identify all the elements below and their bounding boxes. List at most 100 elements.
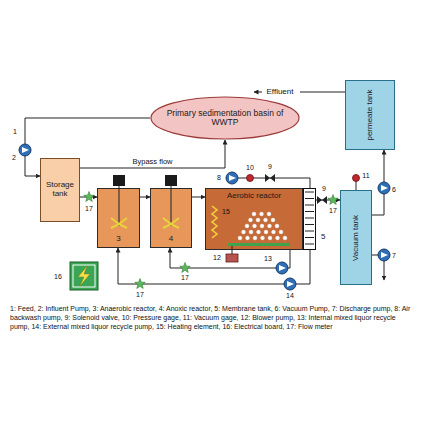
callout-number: 7 — [392, 252, 396, 260]
membrane-fiber — [305, 244, 314, 245]
mixer-impeller — [163, 218, 179, 228]
callout-number: 17 — [181, 274, 189, 282]
flow-line — [372, 150, 384, 215]
air-bubble — [264, 230, 268, 234]
pump-arrow — [287, 281, 294, 287]
effluent-label: Effluent — [267, 88, 294, 97]
node-text: Vacuum tank — [352, 214, 361, 260]
callout-number: 12 — [213, 254, 221, 262]
callout-number: 14 — [286, 292, 294, 300]
callout-number: 10 — [246, 164, 254, 172]
membrane-tank: 5 — [303, 188, 316, 250]
air-bubble — [245, 224, 249, 228]
flow-line — [80, 140, 225, 168]
solenoid-valve — [317, 196, 327, 204]
mixer-motor — [165, 175, 177, 186]
air-line — [232, 246, 233, 254]
callout-number: 17 — [136, 291, 144, 299]
node-text: Storage tank — [44, 181, 76, 199]
mixer-shaft — [119, 186, 120, 226]
membrane-fiber — [305, 205, 314, 206]
ellipse-shape — [151, 97, 299, 139]
pump-symbol — [276, 262, 288, 274]
pump-arrow — [279, 265, 286, 271]
air-bubble — [257, 230, 261, 234]
gauge-symbol — [353, 175, 360, 182]
pump-symbol — [19, 144, 31, 156]
pump-arrow — [22, 147, 29, 153]
air-bubble — [268, 236, 272, 240]
callout-number: 17 — [329, 207, 337, 215]
storage-tank: Storage tank — [40, 158, 80, 222]
air-bubble — [261, 236, 265, 240]
vacuum-tank: Vacuum tank — [340, 190, 372, 285]
effluent-arrow — [254, 92, 262, 93]
electrical-board-frame — [73, 265, 95, 287]
vacuum-line — [356, 180, 357, 190]
callout-number: 16 — [54, 273, 62, 281]
callout-number: 11 — [362, 172, 369, 180]
membrane-fiber — [305, 231, 314, 232]
heating-element — [212, 206, 217, 238]
membrane-fiber — [305, 218, 314, 219]
air-bubble — [260, 212, 264, 216]
air-bubble — [276, 236, 280, 240]
air-bubble — [264, 218, 268, 222]
node-text: Primary sedimentation basin of WWTP — [153, 109, 297, 128]
callout-number: 2 — [12, 154, 16, 162]
callout-number: 17 — [85, 205, 93, 213]
air-bubble — [275, 224, 279, 228]
callout-number: 9 — [322, 185, 326, 193]
callout-number: 13 — [264, 255, 272, 263]
flow-line — [118, 248, 310, 284]
air-bubble — [249, 218, 253, 222]
mixer-shaft — [171, 186, 172, 226]
flow-meter — [328, 195, 338, 205]
node-text: 4 — [169, 235, 173, 244]
node-text: Aerobic reactor — [227, 192, 281, 201]
electrical-board — [70, 262, 98, 290]
air-bubble — [246, 236, 250, 240]
membrane-fiber — [305, 224, 314, 225]
pump-arrow — [229, 175, 236, 181]
callout-number: 1 — [13, 128, 17, 136]
legend-note: 1: Feed, 2: Influent Pump, 3: Anaerobic … — [10, 304, 415, 331]
edge-label: Bypass flow — [130, 158, 174, 166]
air-bubble — [249, 230, 253, 234]
lightning-bolt — [78, 266, 90, 286]
flow-line — [140, 197, 150, 198]
callout-number: 6 — [392, 186, 396, 194]
air-bubble — [279, 230, 283, 234]
membrane-fiber — [305, 198, 314, 199]
flow-line — [316, 200, 340, 201]
air-bubble — [272, 230, 276, 234]
flow-line — [192, 197, 205, 198]
mixer-motor — [113, 175, 125, 186]
effluent-line — [300, 92, 345, 93]
pump-arrow — [381, 185, 388, 191]
pump-symbol — [226, 172, 238, 184]
pump-symbol — [378, 249, 390, 261]
flow-line — [170, 248, 290, 268]
anoxic-reactor: 4 — [150, 188, 192, 248]
solenoid-valve — [265, 174, 275, 182]
permeate-tank: permeate tank — [345, 80, 395, 150]
mixer-impeller — [111, 218, 127, 228]
node-text: permeate tank — [366, 89, 375, 140]
membrane-fiber — [305, 192, 314, 193]
flow-line — [80, 197, 97, 198]
callout-number: 9 — [268, 163, 272, 171]
air-bubble — [283, 236, 287, 240]
air-bubble — [271, 218, 275, 222]
air-bubble — [253, 236, 257, 240]
blower-pump — [226, 254, 238, 262]
air-bubble — [268, 224, 272, 228]
aerobic-reactor: Aerobic reactor — [205, 188, 303, 250]
membrane-fiber — [305, 237, 314, 238]
pump-symbol — [284, 278, 296, 290]
anaerobic-reactor: 3 — [97, 188, 140, 248]
pump-arrow — [381, 252, 388, 258]
discharge-line — [372, 255, 378, 256]
air-bubble — [260, 224, 264, 228]
